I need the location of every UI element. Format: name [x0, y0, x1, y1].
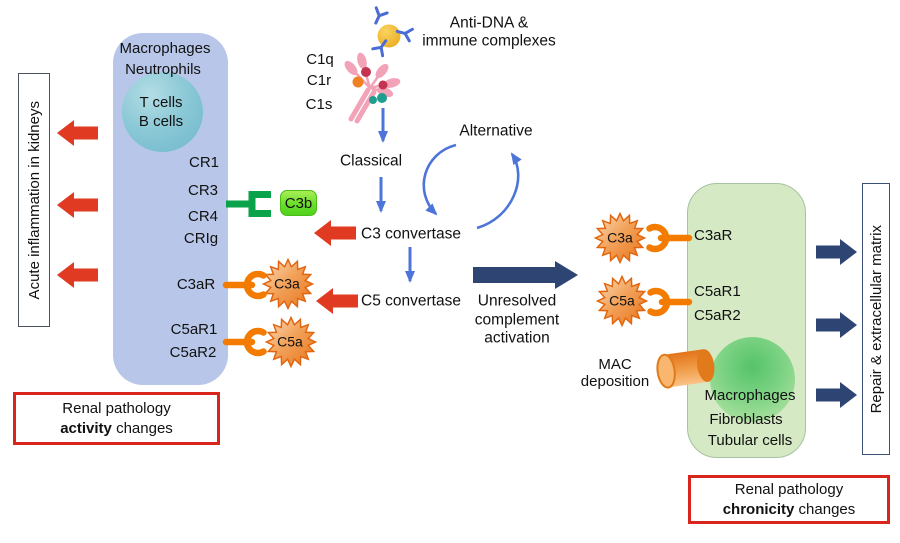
activity-box-line2: activity changes: [60, 419, 173, 439]
c1q-stalk: [348, 87, 377, 124]
c3a-starburst-left: [261, 257, 315, 311]
unresolved-activation-arrow: [473, 261, 578, 289]
c3ar-label-left: C3aR: [176, 275, 216, 293]
orange-receptors: [222, 223, 693, 357]
navy-arrows: [473, 239, 857, 408]
c1q-label: C1q: [306, 50, 334, 68]
chronicity-bold-word: chronicity: [722, 500, 795, 518]
c1r-label: C1r: [306, 71, 332, 89]
activity-bold-word: activity: [60, 419, 112, 437]
mac-label-line1: MAC: [598, 355, 632, 373]
macrophages-label-right: Macrophages: [704, 386, 796, 404]
c5ar1-label-left: C5aR1: [170, 320, 218, 338]
navy-arrow-2: [816, 312, 857, 338]
alternative-loop-up-arrow: [476, 152, 522, 230]
mac-cylinder-icon: [656, 349, 715, 389]
chronicity-box-line2: chronicity changes: [723, 500, 856, 520]
t-cells-label: T cells: [139, 93, 183, 111]
c5a-starburst-left: [264, 315, 318, 369]
navy-arrow-3: [816, 382, 857, 408]
antigen-icon: [377, 24, 401, 48]
c1-complex-icon: [344, 52, 401, 124]
neutrophils-label: Neutrophils: [125, 60, 201, 78]
immune-complex-label-line2: immune complexes: [422, 32, 556, 50]
cr3-label: CR3: [187, 181, 219, 199]
unresolved-label-line1: Unresolved: [477, 292, 557, 310]
c3a-label-left: C3a: [274, 275, 300, 292]
b-cells-label: B cells: [138, 112, 184, 130]
antibody-icon-1: [368, 6, 389, 28]
c3-convertase-label: C3 convertase: [361, 225, 461, 243]
red-arrow-2: [57, 192, 98, 218]
c5ar2-label-left: C5aR2: [169, 343, 217, 361]
cr4-label: CR4: [187, 207, 219, 225]
c3b-label: C3b: [284, 194, 313, 212]
alternative-loop-down-arrow: [422, 143, 457, 216]
c3ar-label-right: C3aR: [694, 226, 733, 244]
mac-label-line2: deposition: [580, 372, 650, 390]
c5ar-receptor-icon-right: [647, 287, 693, 317]
red-arrow-1: [57, 120, 98, 146]
c3a-label-right: C3a: [607, 229, 633, 246]
alternative-pathway-label: Alternative: [459, 122, 533, 140]
red-arrows-left: [57, 120, 358, 314]
mac-cylinder-front-cap: [656, 353, 676, 389]
mac-cylinder-back-cap: [697, 349, 715, 382]
renal-pathology-activity-box: Renal pathology activity changes: [13, 392, 220, 445]
resident-cell-circle: [710, 337, 795, 422]
c3-convertase-arrow: [314, 220, 356, 246]
c5a-label-right: C5a: [609, 292, 635, 309]
activity-box-line1: Renal pathology: [62, 399, 171, 417]
immune-complex-icon: [368, 6, 414, 58]
anaphylatoxin-starbursts: [261, 211, 649, 369]
navy-arrow-1: [816, 239, 857, 265]
c5ar-receptor-icon-left: [222, 327, 267, 357]
chronicity-rest-text: changes: [794, 500, 856, 518]
cr-receptor-icon: [226, 191, 271, 217]
c5ar1-label-right: C5aR1: [694, 282, 741, 300]
activity-rest-text: changes: [111, 419, 173, 437]
classical-pathway-label: Classical: [339, 152, 403, 170]
c5-convertase-arrow: [316, 288, 358, 314]
c3ar-receptor-icon-left: [222, 270, 267, 300]
red-arrow-3: [57, 262, 98, 288]
c1r-c1s-subunits: [352, 67, 388, 104]
unresolved-label-line3: activation: [484, 329, 550, 347]
c5a-label-left: C5a: [277, 333, 303, 350]
acute-inflammation-box: Acute inflammation in kidneys: [18, 73, 50, 327]
c3ar-receptor-icon-right: [646, 223, 693, 253]
blue-pathway-arrows: [376, 108, 522, 283]
c1q-heads: [344, 52, 401, 98]
crig-label: CRIg: [183, 229, 219, 247]
immune-complex-label-line1: Anti-DNA &: [449, 14, 529, 32]
repair-matrix-box: Repair & extracellular matrix: [862, 183, 890, 455]
c1s-label: C1s: [305, 95, 333, 113]
c5-convertase-label: C5 convertase: [361, 292, 461, 310]
c3a-starburst-right: [593, 211, 647, 265]
unresolved-label-line2: complement: [474, 311, 560, 329]
tubular-cells-label: Tubular cells: [707, 431, 793, 449]
fibroblasts-label: Fibroblasts: [709, 410, 783, 428]
c5a-starburst-right: [595, 274, 649, 328]
chronicity-box-line1: Renal pathology: [734, 480, 844, 498]
cr1-label: CR1: [188, 153, 220, 171]
c3b-ligand: C3b: [280, 190, 317, 216]
renal-pathology-chronicity-box: Renal pathology chronicity changes: [688, 475, 890, 524]
c5ar2-label-right: C5aR2: [694, 306, 741, 324]
macrophages-label-left: Macrophages: [119, 39, 211, 57]
lymphocyte-circle: [122, 72, 203, 152]
